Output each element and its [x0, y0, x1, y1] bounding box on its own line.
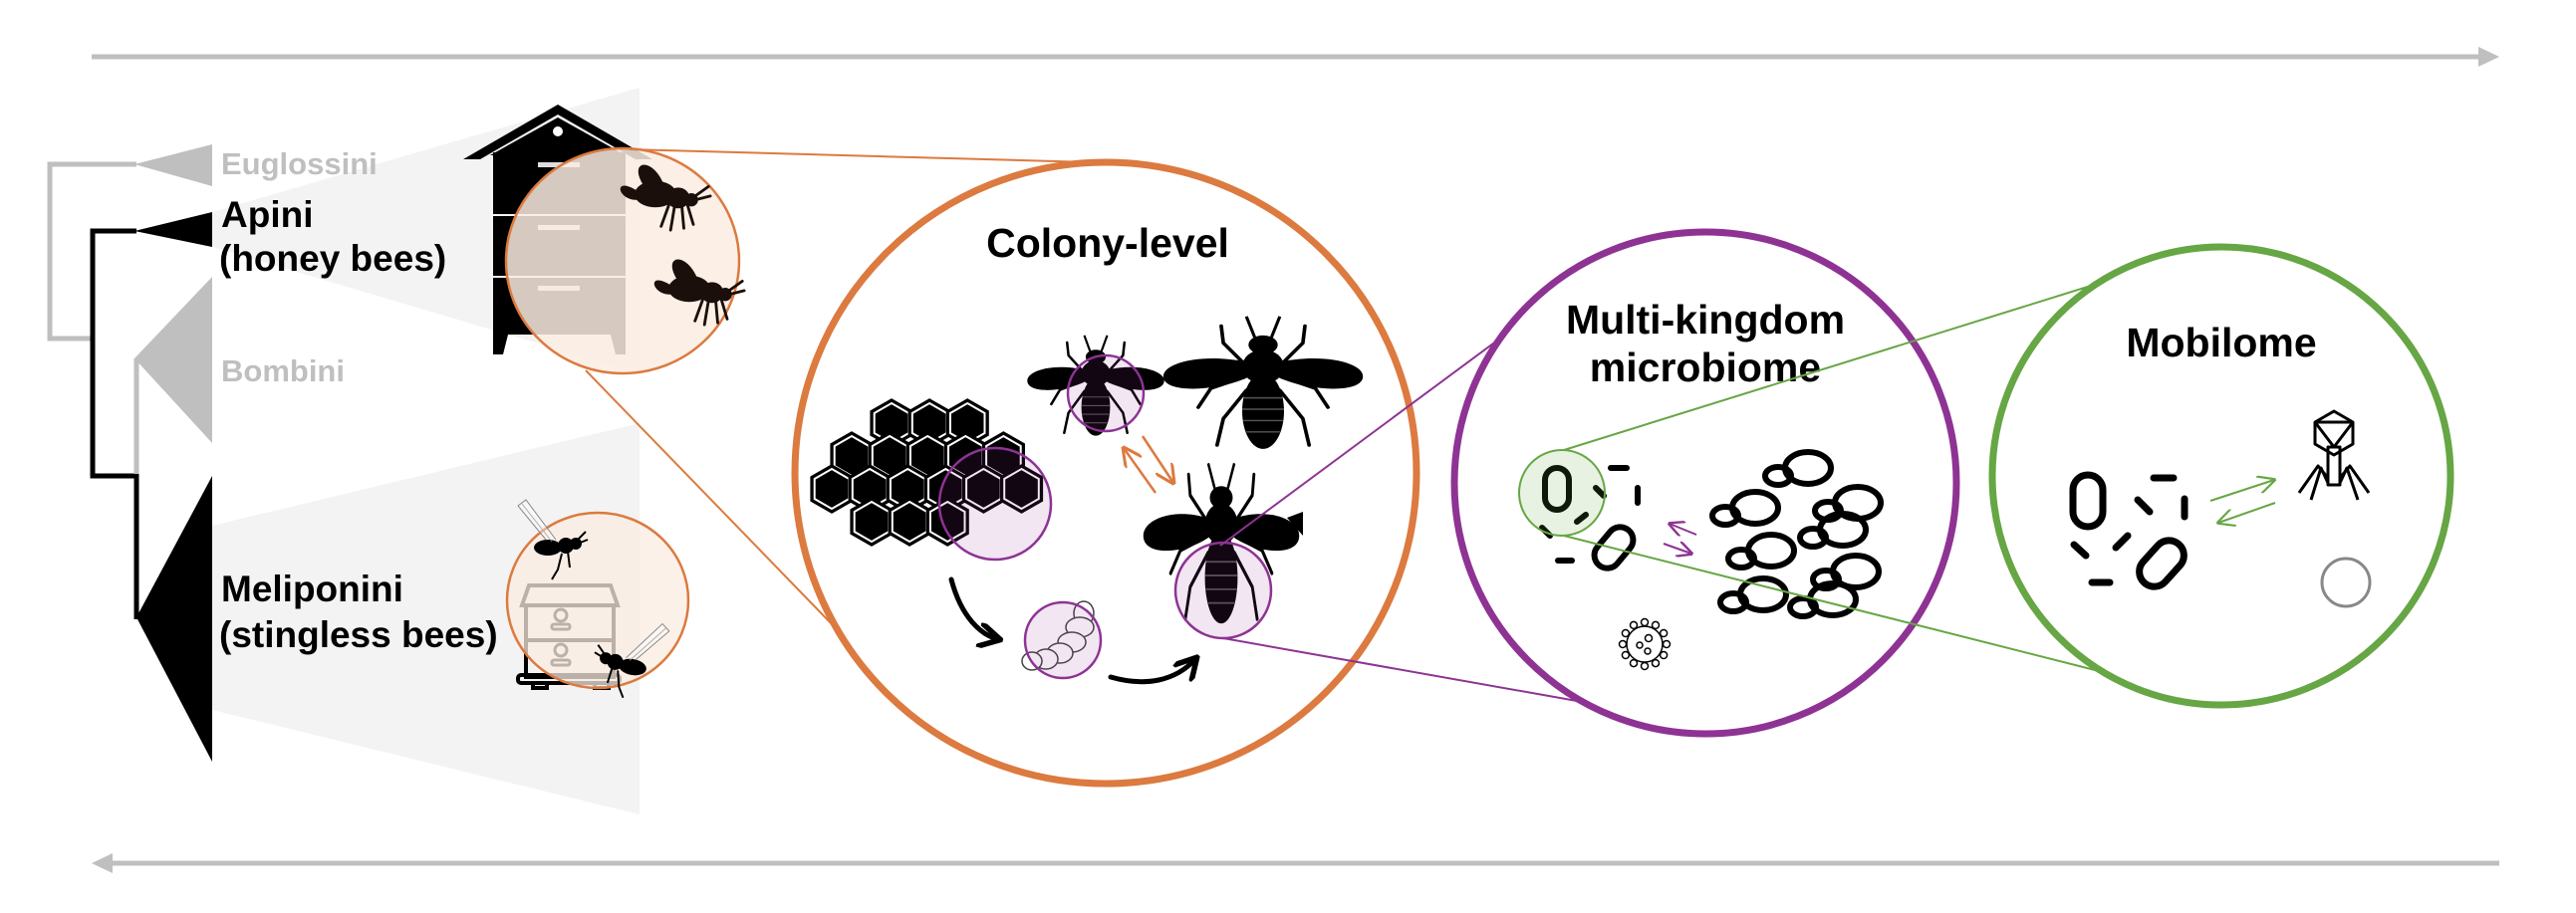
panel-title-multi-kingdom: Multi-kingdom — [1566, 297, 1845, 342]
clade-triangle-meliponini — [136, 476, 212, 762]
scale-arrow-top — [92, 47, 2499, 67]
clade-common-name-apini: (honey bees) — [219, 238, 446, 279]
callout-line-microbiome-bottom — [1222, 637, 1623, 710]
queen-zoom-circle — [1173, 541, 1273, 640]
callout-line-mobilome-top — [1563, 280, 2108, 451]
branch-apini — [90, 228, 136, 479]
partial-bee-fragment — [1287, 512, 1303, 536]
honeycomb-cell-border — [813, 467, 851, 511]
panel-title-mobilome: Mobilome — [2126, 320, 2316, 365]
virus-spike — [1621, 650, 1631, 660]
clade-label-meliponini: Meliponini — [221, 569, 403, 609]
apini-zoom-circle — [504, 146, 741, 375]
colony-level-panel: Colony-level — [791, 158, 1420, 788]
virus-spike — [1618, 639, 1628, 649]
phylogeny-tree: Euglossini Apini (honey bees) Bombini Me… — [47, 144, 498, 762]
development-arrow-comb-to-larva — [948, 576, 998, 639]
plasmid-icon — [2320, 557, 2372, 608]
microbiome-panel: Multi-kingdom microbiome — [1450, 228, 1960, 738]
caste-arrow-down — [1141, 435, 1173, 483]
mobilome-circle — [1988, 243, 2454, 709]
bacteria-icon — [2069, 471, 2189, 590]
colony-level-circle — [791, 158, 1420, 788]
virus-spike — [1629, 620, 1639, 630]
callout-line-mobilome-bottom — [1563, 535, 2108, 674]
virus-spike — [1640, 661, 1650, 671]
larva-icon — [1021, 600, 1095, 671]
worker-zoom-circle — [1066, 353, 1146, 433]
caste-arrow-up — [1124, 448, 1158, 494]
honeycomb-cell-border — [891, 500, 928, 544]
mobilome-panel: Mobilome — [1988, 243, 2454, 709]
callout-line-colony-top — [629, 148, 1092, 163]
callout-line-microbiome-top — [1219, 320, 1525, 547]
panel-title-microbiome: microbiome — [1590, 344, 1821, 390]
meliponini-zoom-circle — [505, 511, 690, 690]
kingdom-arrow-right — [1663, 544, 1691, 554]
kingdom-arrow-left — [1670, 524, 1697, 535]
clade-label-apini: Apini — [221, 194, 313, 235]
clade-label-euglossini: Euglossini — [221, 146, 378, 181]
virus-spike — [1629, 658, 1639, 668]
clade-triangle-euglossini — [134, 144, 212, 186]
transfer-arrow-to-phage — [2209, 480, 2274, 502]
bacteria-zoom-circle — [1518, 449, 1606, 537]
honeycomb-cell-border — [853, 500, 891, 544]
honeycomb-icon — [810, 398, 1044, 547]
transfer-arrow-to-bacteria — [2218, 502, 2276, 523]
virus-spike — [1659, 628, 1669, 638]
clade-triangle-bombini — [134, 277, 212, 443]
honeycomb-zoom-circle — [937, 446, 1053, 562]
branch-euglossini — [47, 161, 136, 342]
callout-line-colony-bottom — [585, 369, 836, 628]
virus-spike — [1651, 620, 1661, 630]
virus-spike — [1640, 617, 1650, 627]
virus-spike — [1662, 639, 1672, 649]
clade-triangle-apini — [134, 212, 212, 247]
development-arrow-larva-to-adult — [1108, 659, 1195, 685]
scale-arrow-bottom — [92, 853, 2499, 873]
microbiome-circle — [1450, 228, 1960, 738]
larva-zoom-circle — [1023, 600, 1103, 680]
virus-spike — [1621, 628, 1631, 638]
panel-title-colony-level: Colony-level — [986, 220, 1229, 266]
virus-icon — [1618, 617, 1672, 671]
clade-label-bombini: Bombini — [221, 353, 345, 388]
bacteriophage-icon — [2297, 409, 2371, 501]
virus-spike — [1659, 650, 1669, 660]
honeycomb-cell-border — [1003, 467, 1040, 511]
bacteria-icon — [1539, 465, 1641, 571]
clade-common-name-meliponini: (stingless bees) — [219, 614, 498, 655]
virus-spike — [1651, 658, 1661, 668]
